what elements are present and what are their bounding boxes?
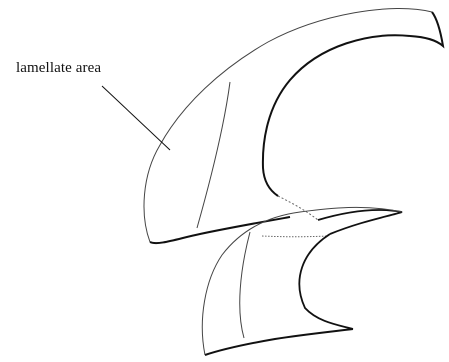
upper-element-outer-edge (144, 9, 432, 242)
upper-element-inner-curve (263, 35, 410, 196)
lamellate-area-label: lamellate area (16, 60, 101, 77)
leader-line (102, 86, 170, 150)
upper-element-base (150, 217, 290, 243)
lower-element-upper-edge (318, 210, 402, 234)
lower-element-inner-curve (299, 234, 353, 329)
lower-element-base (205, 329, 353, 355)
lamellate-boundary (197, 82, 230, 228)
lower-element-inner-boundary (240, 232, 250, 338)
dashed-connector (278, 196, 318, 220)
dotted-connector (262, 236, 328, 237)
upper-element-tip (410, 12, 443, 46)
lower-element-outer-edge (202, 207, 402, 355)
